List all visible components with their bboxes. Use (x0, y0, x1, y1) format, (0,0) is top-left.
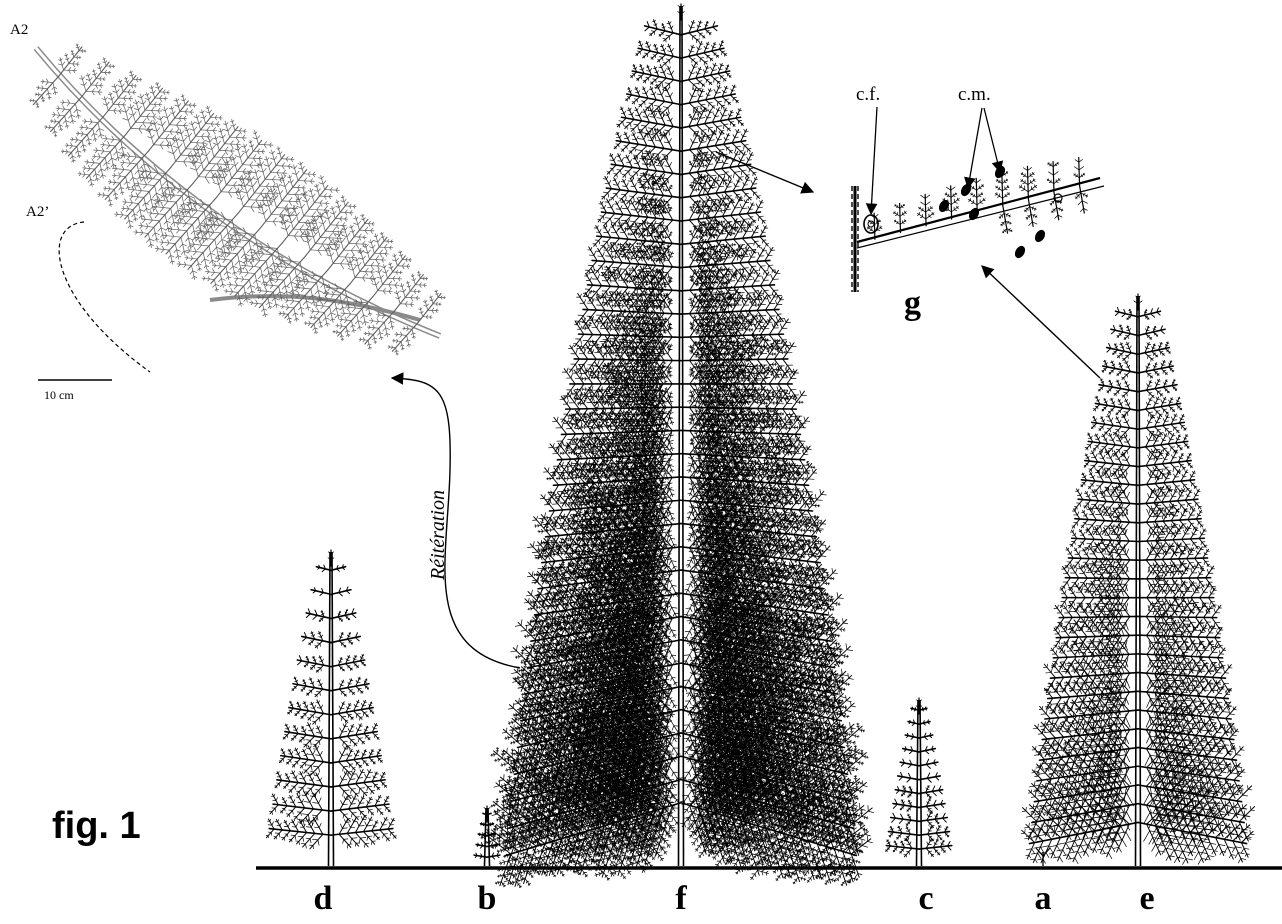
cm-label: c.m. (958, 84, 991, 105)
plant-label-c: c (918, 880, 933, 917)
reiteration-label: Réitération (427, 490, 449, 581)
plant-e-trunk-right (1139, 296, 1141, 866)
arrow-e-to-g (982, 266, 1100, 378)
male-cone-5 (1034, 229, 1047, 243)
reiteration-arrow (392, 378, 520, 668)
male-cone-6 (938, 199, 951, 213)
specimen-a2-photo (30, 44, 446, 355)
plant-label-a: a (1035, 880, 1052, 917)
specimen-sublabel: A2’ (26, 204, 49, 220)
plant-e-trunk-left (1136, 296, 1138, 866)
plant-label-d: d (314, 880, 333, 917)
plant-c-trunk-right (920, 700, 922, 866)
cf-arrow (871, 107, 877, 214)
plant-c (885, 698, 951, 866)
reiterated-branch-outline (59, 222, 150, 372)
detail-g-leaf (852, 158, 1104, 292)
plant-d (266, 550, 396, 866)
scale-label: 10 cm (44, 388, 74, 402)
cm-arrow-2 (984, 108, 1000, 172)
cm-arrow-1 (968, 108, 982, 188)
plant-label-e: e (1139, 880, 1154, 917)
specimen-label: A2 (10, 22, 28, 38)
plant-f (481, 4, 874, 888)
plant-c-trunk-left (917, 700, 919, 866)
plant-f-trunk-left (679, 6, 681, 866)
arrow-f-to-g (716, 152, 813, 192)
figure-label: fig. 1 (52, 805, 141, 847)
plant-e (1021, 294, 1254, 866)
plant-f-trunk-right (682, 6, 684, 866)
cf-label: c.f. (856, 84, 880, 105)
plant-label-f: f (675, 880, 687, 917)
male-cone-4 (1014, 245, 1027, 259)
plant-d-trunk-left (329, 552, 331, 866)
detail-label: g (904, 285, 921, 322)
plant-d-trunk-right (332, 552, 334, 866)
plant-label-b: b (478, 880, 497, 917)
